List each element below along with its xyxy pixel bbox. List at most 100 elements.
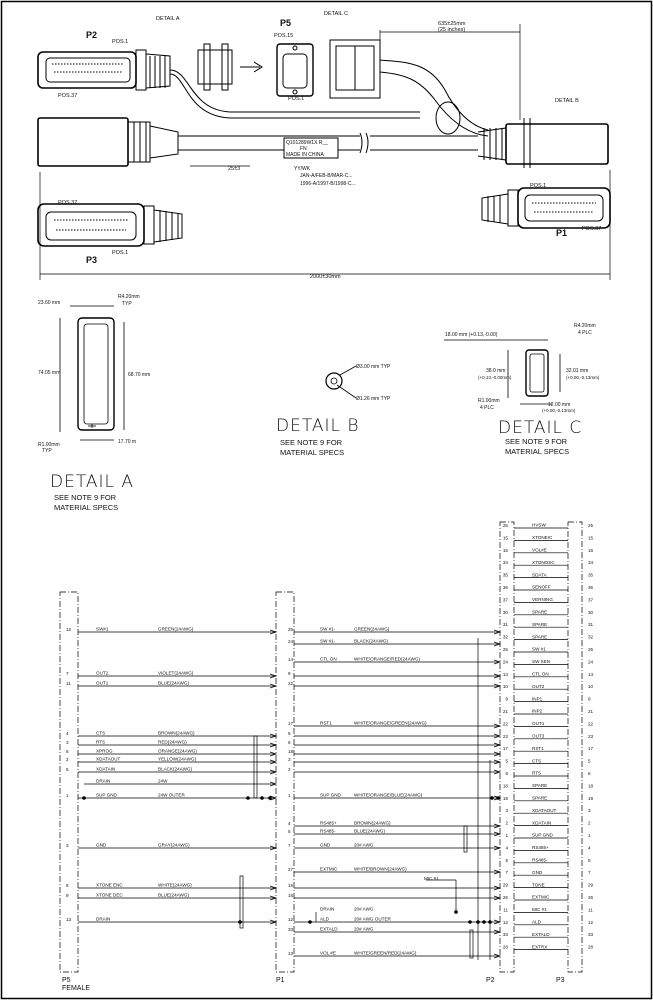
- wire-arrow: [269, 751, 278, 757]
- p5-signal-name: XDATAOUT: [96, 757, 121, 762]
- p5-signal-name: OUT2: [96, 671, 109, 676]
- p5-pin-number: 4: [66, 731, 69, 736]
- p1-pos37-label: POS.37: [582, 226, 601, 232]
- p5-signal-name: SW#1: [96, 627, 109, 632]
- p3-pin-number: 16: [588, 548, 594, 553]
- p3-signal-name: SPARE: [532, 634, 547, 639]
- p3-signal-name: INP1: [532, 696, 543, 701]
- wire-color-label: BLUE(24AWG): [158, 893, 189, 898]
- detail-a-dim-inner-width: 17.70 m: [118, 439, 136, 445]
- p3-pin-number: 31: [588, 622, 594, 627]
- detail-a-dim-radius: R4.20mm: [118, 294, 140, 300]
- p5-body: [59, 591, 79, 973]
- p5-pin-number: 5: [66, 767, 69, 772]
- p3-signal-name: ALD: [532, 920, 542, 925]
- p3-signal-name: GND: [532, 870, 543, 875]
- p3-pin-number: 34: [588, 560, 594, 565]
- p5-pin-number: 3: [66, 740, 69, 745]
- p2-pin-number: 23: [503, 734, 509, 739]
- detail-a-dim-width: 23.60 mm: [38, 300, 60, 306]
- p5-pin-number: 1: [66, 793, 69, 798]
- detail-b-text: Ø3.00 mm TYP Ø1.26 mm TYP DETAIL B SEE N…: [276, 364, 391, 457]
- yy-wk-label: YY/WK: [294, 166, 311, 172]
- p1-wire-color-label: 20# AWG: [354, 927, 374, 932]
- wire-arrow: [493, 919, 502, 925]
- p3-signal-name: RST1: [532, 746, 544, 751]
- p3-pin-number: 10: [588, 684, 594, 689]
- wire-arrow: [493, 723, 502, 729]
- p3-pin-number: 32: [588, 635, 594, 640]
- wire-arrow: [269, 673, 278, 679]
- p2-pin-number: 26: [503, 895, 509, 900]
- p5-signal-name: XTONE DEC: [96, 893, 123, 898]
- p3-pin-number: 11: [588, 907, 593, 912]
- wire-arrow: [493, 759, 502, 765]
- schematic-p1-label: P1: [276, 977, 285, 984]
- p3-pin-number: 14: [588, 672, 594, 677]
- wire-arrow: [493, 795, 502, 801]
- wire-arrow: [269, 795, 278, 801]
- detail-b-drawing: [325, 365, 357, 399]
- p5-pos1-label: POS.1: [288, 96, 304, 102]
- p1-pin-number: 14: [288, 657, 294, 662]
- detail-c-dim-inner-width-tol: (+0.00,-0.13mm): [542, 408, 576, 413]
- p3-pin-number: 25: [588, 523, 594, 528]
- p5-signal-name: XTONE ENC: [96, 883, 123, 888]
- connector-outlines: [59, 521, 583, 973]
- detail-c-dim-height-tol: (+0.13,-0.00mm): [478, 375, 512, 380]
- p3-pin-number: 35: [588, 573, 594, 578]
- p3-signal-name: SPARE: [532, 610, 547, 615]
- p5-signal-name: GND: [96, 843, 107, 848]
- dim-25: 25±3: [228, 166, 240, 172]
- p1-signal-name: ALD: [320, 917, 330, 922]
- p2-pin-number: 18: [503, 783, 509, 788]
- wire-color-label: 24W OUTER: [158, 793, 185, 798]
- wire-color-label: BLUE(24AWG): [158, 681, 189, 686]
- p3-signal-name: EXTALD: [532, 932, 550, 937]
- cable-tag-2: FN: [300, 146, 307, 152]
- wire-arrow: [269, 629, 278, 635]
- p3-pos37-label: POS.37: [58, 200, 77, 206]
- p2-pin-number: 29: [503, 883, 509, 888]
- p3-pin-number: 18: [588, 783, 594, 788]
- p3-signal-name: VERNING: [532, 597, 553, 602]
- p1-signal-name: DRAIN: [320, 907, 334, 912]
- dim-total-length: 2000±30mm: [310, 274, 341, 280]
- wire-arrow: [269, 919, 278, 925]
- p3-signal-name: CTS: [532, 758, 541, 763]
- wire-arrow: [493, 869, 502, 875]
- p5-signal-name: XPROG: [96, 749, 113, 754]
- p3-pin-number: 25: [588, 647, 594, 652]
- p2-pin-number: 33: [503, 932, 509, 937]
- p3-pin-number: 5: [588, 858, 591, 863]
- p2-pin-number: 37: [503, 597, 509, 602]
- dimension-lines: [39, 24, 611, 280]
- p2-pin-number: 11: [503, 907, 508, 912]
- p3-pin-number: 3: [588, 808, 591, 813]
- detail-a-dim-radius-typ: TYP: [122, 301, 132, 307]
- p5-pin-number: 3: [66, 843, 69, 848]
- p3-wire-lines: [514, 527, 568, 950]
- p5-pin-number: 11: [66, 681, 71, 686]
- cable-tag-1: Q101289W1X R__: [286, 140, 328, 146]
- connector-p2: [37, 49, 420, 119]
- p5-pin-number: 8: [66, 883, 69, 888]
- p3-pin-number: 23: [588, 734, 594, 739]
- cable-assembly-view: [37, 24, 611, 280]
- detail-a-text: 23.60 mm R4.20mm TYP 74.05 mm 68.70 mm R…: [38, 294, 150, 512]
- p2-pin-number: 14: [503, 672, 509, 677]
- detail-c-dim-corner: R1.00mm: [478, 398, 500, 404]
- p3-pin-number: 22: [588, 721, 594, 726]
- wire-arrow: [269, 845, 278, 851]
- dim-635: 635±25mm: [438, 21, 466, 27]
- p2-pin-number: 34: [503, 560, 509, 565]
- year-code-label: 1996-A/1997-B/1998-C...: [300, 181, 356, 187]
- schematic-p3-label: P3: [556, 977, 565, 984]
- p2-pin-number: 36: [503, 585, 509, 590]
- p3-pin-number: 29: [588, 883, 594, 888]
- p3-pin-number: 5: [588, 759, 591, 764]
- wire-arrow: [493, 885, 502, 891]
- detail-b-note-1: SEE NOTE 9 FOR: [280, 438, 343, 447]
